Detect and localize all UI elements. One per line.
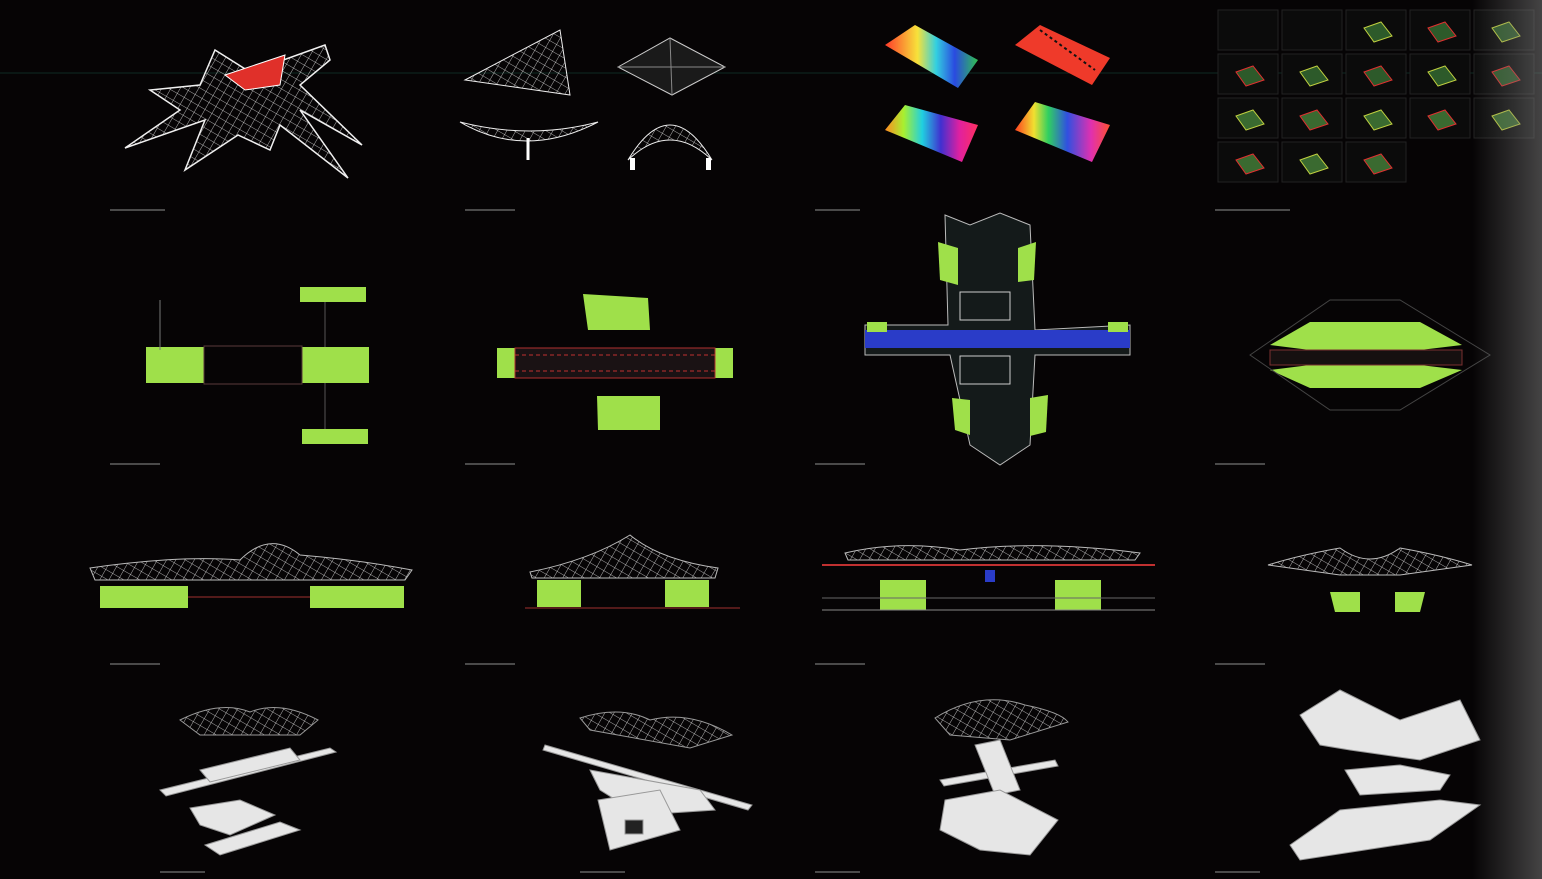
exploded-axo-1 xyxy=(159,707,338,856)
analysis-colormaps xyxy=(885,25,1110,162)
section-4 xyxy=(1267,547,1473,612)
iteration-form xyxy=(1363,65,1393,87)
plan-3 xyxy=(864,212,1131,466)
iteration-form xyxy=(1363,153,1393,175)
captions xyxy=(110,209,1290,873)
iteration-thumbnail xyxy=(1217,9,1279,51)
iteration-form xyxy=(1427,65,1457,87)
plan-4 xyxy=(1249,299,1491,411)
plan-2 xyxy=(497,294,733,430)
iteration-form xyxy=(1427,21,1457,43)
iteration-form xyxy=(1235,109,1265,131)
section-3 xyxy=(822,545,1155,611)
iteration-form xyxy=(1299,153,1329,175)
section-1 xyxy=(89,543,413,608)
iteration-form xyxy=(1235,153,1265,175)
exploded-axo-4 xyxy=(1289,689,1482,861)
iteration-thumbnail xyxy=(1281,9,1343,51)
iteration-form xyxy=(1235,65,1265,87)
iteration-form xyxy=(1299,65,1329,87)
plan-1 xyxy=(146,287,369,444)
exploded-axo-3 xyxy=(934,699,1069,856)
iteration-form xyxy=(1299,109,1329,131)
iteration-thumbnail xyxy=(1281,141,1343,183)
iteration-form xyxy=(1427,109,1457,131)
section-2 xyxy=(525,534,740,609)
exploded-axo-2 xyxy=(542,711,753,851)
iteration-form xyxy=(1363,109,1393,131)
iteration-form xyxy=(1363,21,1393,43)
form-iteration-grid xyxy=(1217,9,1535,183)
tensile-forms xyxy=(459,29,727,170)
roof-canopy-wireframe xyxy=(124,44,363,179)
